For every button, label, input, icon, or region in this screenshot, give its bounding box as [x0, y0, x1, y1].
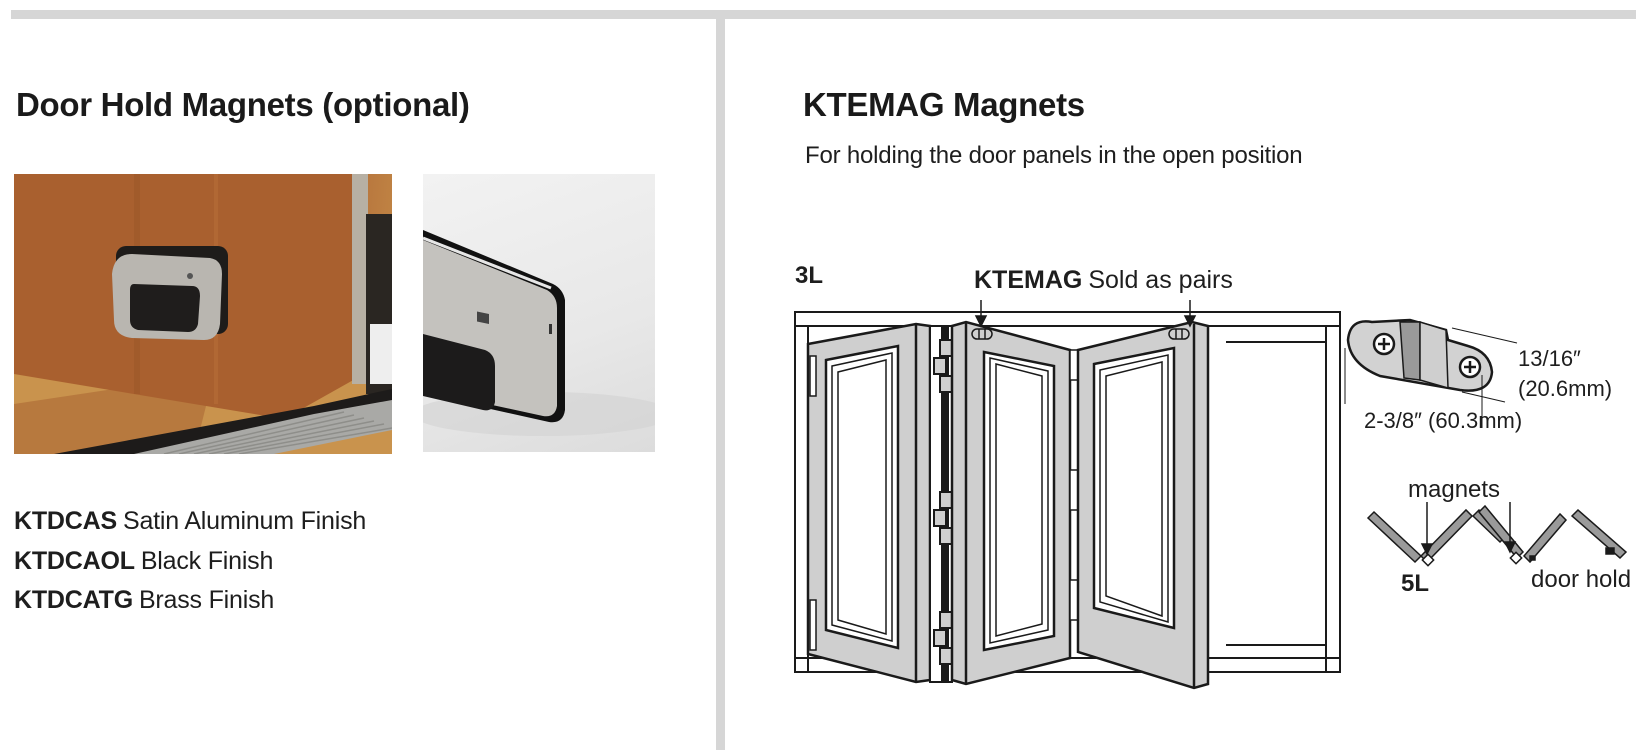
ktemag-bracket-drawing [1346, 318, 1494, 392]
ktemag-magnet-icon [971, 328, 993, 340]
door-hold-label: door hold [1531, 566, 1632, 593]
door-hold-icon [1605, 547, 1615, 555]
hinge-group [933, 339, 953, 665]
magnets-label: magnets [1408, 476, 1501, 503]
finish-code: KTDCAOL [14, 546, 135, 575]
bracket-length-dimension: 2-3/8″ (60.3mm) [1364, 408, 1523, 433]
finish-code: KTDCATG [14, 586, 133, 614]
ktemag-subtitle: For holding the door panels in the open … [805, 142, 1303, 169]
ktemag-magnet-icon [1168, 328, 1190, 340]
finish-label: Satin Aluminum Finish [122, 507, 367, 535]
finish-label: Black Finish [140, 546, 274, 575]
door-hold-magnet-installed-photo [14, 174, 392, 454]
ktemag-callout-code: KTEMAG [974, 266, 1083, 294]
door-hold-magnet-closeup-photo [423, 174, 655, 452]
bracket-height-inches: 13/16″ [1518, 346, 1581, 371]
bracket-height-mm: (20.6mm) [1518, 376, 1613, 401]
door-hold-icon [1529, 555, 1536, 561]
door-hold-magnets-title: Door Hold Magnets (optional) [16, 86, 470, 123]
ktemag-callout-text: Sold as pairs [1088, 266, 1233, 294]
config-label-5l: 5L [1401, 570, 1430, 597]
top-divider-rule [11, 10, 1636, 19]
vertical-divider [716, 19, 725, 750]
bracket-height-dimension: 13/16″ (20.6mm) [1518, 344, 1612, 404]
finish-label: Brass Finish [138, 586, 275, 614]
config-label-3l: 3L [795, 262, 824, 289]
ktemag-magnets-title: KTEMAG Magnets [803, 86, 1085, 123]
5l-fold-diagram [1366, 504, 1628, 564]
finish-code: KTDCAS [14, 507, 117, 535]
